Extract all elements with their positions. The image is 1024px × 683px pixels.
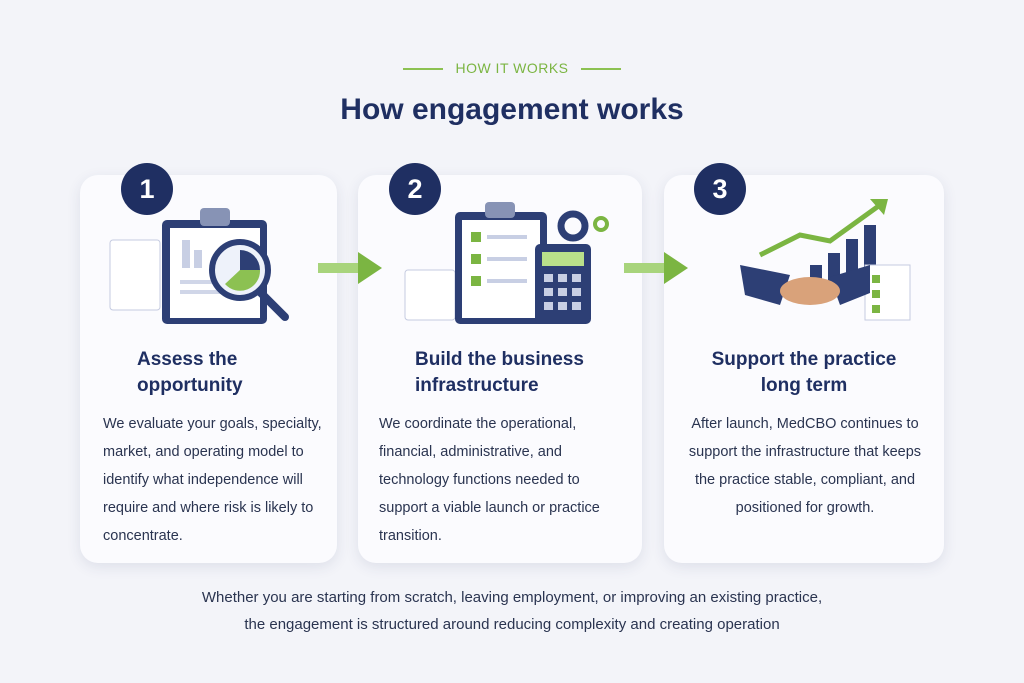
step-card-3 (664, 175, 944, 563)
step-description: We coordinate the operational, financial… (379, 416, 600, 544)
eyebrow: HOW IT WORKS (0, 60, 1024, 76)
handshake-growth-icon (740, 199, 911, 321)
step-number-badge: 2 (389, 163, 441, 215)
page-title: How engagement works (340, 93, 684, 126)
divider (403, 68, 444, 71)
arrow-right-icon (624, 252, 688, 284)
step-number-badge: 1 (121, 163, 173, 215)
footer-text: Whether you are starting from scratch, l… (201, 589, 823, 633)
clipboard-magnifier-icon (109, 208, 289, 324)
step-description: We evaluate your goals, specialty, marke… (103, 416, 322, 544)
arrow-right-icon (318, 252, 382, 284)
clipboard-calculator-icon (404, 202, 609, 324)
step-number-badge: 3 (694, 163, 746, 215)
eyebrow-label: HOW IT WORKS (455, 60, 569, 76)
divider (580, 68, 621, 71)
step-description: After launch, MedCBO continues to suppor… (688, 416, 922, 516)
